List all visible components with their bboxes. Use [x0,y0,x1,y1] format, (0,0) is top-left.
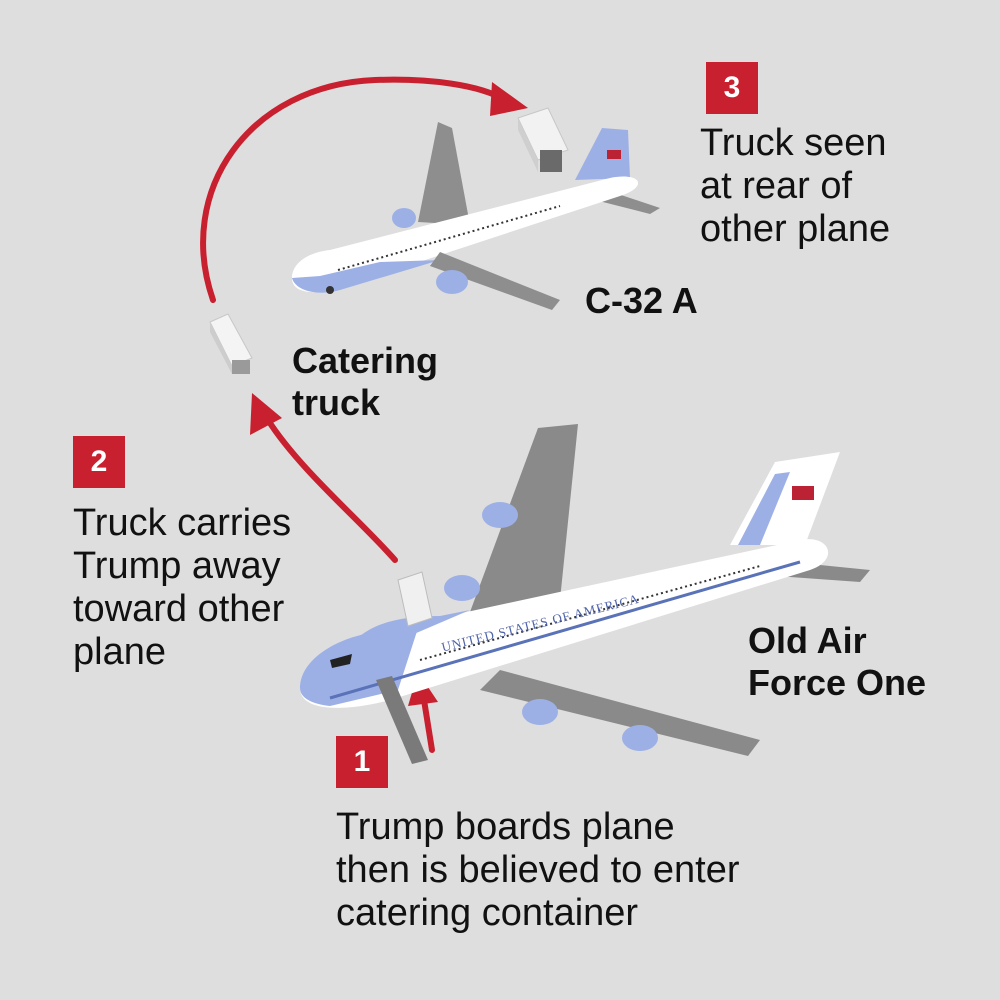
c32a-far-engine [392,208,416,228]
catering-truck-illustration [209,313,253,374]
c32a-aircraft [292,122,660,310]
step-2-text: Truck carries Trump away toward other pl… [73,502,292,673]
old-air-force-one-label: Old Air Force One [748,620,927,703]
catering-truck-label: Catering truck [292,340,439,423]
c32a-far-wing [418,122,470,225]
step-1-text: Trump boards plane then is believed to e… [336,806,740,934]
af1-flag [792,486,814,500]
boarding-stairs [376,676,428,764]
c32a-near-engine [436,270,468,294]
c32a-near-wing [430,252,560,310]
air-force-one-aircraft [300,424,870,764]
step-1-badge: 1 [336,736,388,788]
af1-near-wing [480,670,760,756]
truck-at-c32a [517,107,569,172]
arrow-plane-to-truck [250,393,398,563]
step-3-text: Truck seen at rear of other plane [700,122,891,250]
c32a-label: C-32 A [585,280,698,321]
arrow-truck-to-c32a [200,76,528,303]
step-2-badge: 2 [73,436,125,488]
c32a-flag [607,150,621,159]
catering-container [397,571,433,627]
step-3-badge: 3 [706,62,758,114]
af1-far-wing [470,424,578,612]
af1-fuselage [300,539,829,708]
c32a-tail-fin [575,128,630,180]
